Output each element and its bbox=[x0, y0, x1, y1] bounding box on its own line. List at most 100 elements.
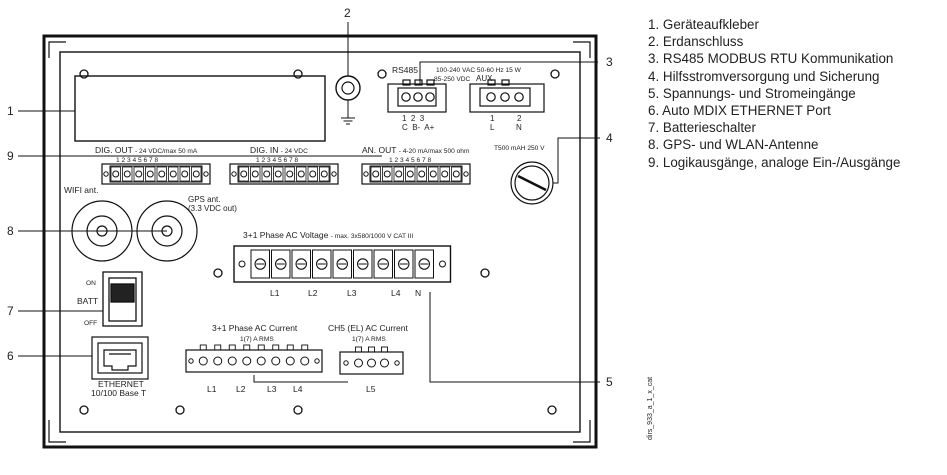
current-housing bbox=[185, 349, 323, 373]
terminal-screw bbox=[251, 170, 259, 178]
callout-9: 9 bbox=[7, 149, 14, 163]
gps-label-2: (3.3 VDC out) bbox=[188, 204, 237, 213]
ethernet-label-1: ETHERNET bbox=[98, 379, 144, 389]
callout-6: 6 bbox=[7, 349, 14, 363]
gps-label-1: GPS ant. bbox=[188, 195, 220, 204]
legend-item: 2. Erdanschluss bbox=[648, 33, 900, 50]
legend-item-text: Logikausgänge, analoge Ein-/Ausgänge bbox=[662, 154, 901, 170]
ch5-housing bbox=[339, 351, 404, 375]
side-code: dirs_933_a_1_x_cat bbox=[647, 377, 654, 440]
rs485-pin-labels: C B- A+ bbox=[402, 123, 435, 132]
terminal-cell bbox=[179, 166, 190, 182]
voltage-terminal bbox=[233, 245, 452, 283]
current-label: L2 bbox=[236, 384, 246, 394]
voltage-cell bbox=[250, 249, 270, 279]
voltage-cell bbox=[332, 249, 352, 279]
current-spec: 1(7) A RMS bbox=[240, 336, 274, 343]
ch5-tab bbox=[381, 346, 388, 353]
current-tab bbox=[214, 344, 222, 351]
ethernet-label-2: 10/100 Base T bbox=[91, 388, 146, 398]
terminal-screw bbox=[406, 170, 414, 178]
voltage-label: L1 bbox=[270, 288, 280, 298]
current-ear-screw bbox=[314, 358, 320, 364]
legend-item-number: 3. bbox=[648, 51, 660, 67]
aux-pin-l: L bbox=[490, 123, 495, 132]
fuse-label: T500 mAH 250 V bbox=[494, 145, 545, 152]
legend-item-number: 9. bbox=[648, 154, 660, 170]
terminal-screw bbox=[146, 170, 154, 178]
ethernet-port bbox=[91, 336, 149, 380]
device-label bbox=[74, 75, 326, 142]
wifi-label: WIFI ant. bbox=[64, 185, 98, 195]
legend-item-number: 1. bbox=[648, 17, 660, 32]
legend-item-text: Hilfsstromversorgung und Sicherung bbox=[662, 68, 880, 84]
terminal-cell bbox=[439, 166, 450, 182]
aux-connector bbox=[469, 79, 545, 113]
ch5-ear-screw bbox=[394, 360, 400, 366]
callout-4: 4 bbox=[606, 131, 613, 145]
ch5-title: CH5 (EL) AC Current bbox=[328, 323, 408, 333]
ch5-spec: 1(7) A RMS bbox=[352, 336, 386, 343]
terminal-screw bbox=[169, 170, 177, 178]
legend-item-number: 4. bbox=[648, 68, 660, 84]
terminal-cell bbox=[250, 166, 261, 182]
voltage-screw bbox=[356, 258, 369, 270]
terminal-cell bbox=[156, 166, 167, 182]
legend-item: 8. GPS- und WLAN-Antenne bbox=[648, 136, 900, 153]
terminal-housing bbox=[361, 163, 471, 185]
aux-spec-1: 100-240 VAC 50-60 Hz 15 W bbox=[436, 67, 522, 74]
terminal-cell bbox=[393, 166, 404, 182]
terminal-cell bbox=[405, 166, 416, 182]
terminal-ear-screw bbox=[231, 171, 237, 177]
terminal-housing bbox=[229, 163, 339, 185]
terminal-cell bbox=[238, 166, 249, 182]
terminal-ear-screw bbox=[331, 171, 337, 177]
voltage-label: L4 bbox=[391, 288, 401, 298]
terminal-screw bbox=[395, 170, 403, 178]
voltage-cell bbox=[312, 249, 332, 279]
legend-item-text: Auto MDIX ETHERNET Port bbox=[662, 103, 831, 119]
terminal-cell bbox=[133, 166, 144, 182]
battery-switch bbox=[102, 271, 143, 327]
terminal-ear-screw bbox=[363, 171, 369, 177]
current-screw bbox=[198, 356, 208, 366]
legend-item-number: 6. bbox=[648, 103, 660, 119]
aux-pin-n: N bbox=[516, 123, 522, 132]
legend-item-number: 2. bbox=[648, 34, 660, 50]
terminal-screw bbox=[135, 170, 143, 178]
terminal-ear-screw bbox=[203, 171, 209, 177]
legend-item: 7. Batterieschalter bbox=[648, 119, 900, 136]
legend-item: 4. Hilfsstromversorgung und Sicherung bbox=[648, 68, 900, 85]
voltage-cell bbox=[373, 249, 393, 279]
dig-in-terminal bbox=[229, 163, 339, 185]
enclosure-outer bbox=[42, 34, 598, 449]
voltage-label: L3 bbox=[347, 288, 357, 298]
dig-out-pins: 1 2 3 4 5 6 7 8 bbox=[116, 157, 158, 164]
screw-holes bbox=[79, 69, 560, 415]
current-screw bbox=[242, 356, 252, 366]
current-label: L1 bbox=[207, 384, 217, 394]
voltage-screw bbox=[377, 258, 389, 270]
voltage-cell bbox=[291, 249, 311, 279]
legend-item-text: RS485 MODBUS RTU Kommunikation bbox=[662, 51, 894, 67]
voltage-screw bbox=[274, 258, 287, 270]
terminal-cell bbox=[145, 166, 156, 182]
terminal-screw bbox=[372, 170, 380, 178]
rs485-title: RS485 bbox=[392, 65, 418, 75]
current-ear-screw bbox=[188, 358, 194, 364]
voltage-screw bbox=[397, 258, 410, 270]
callout-8: 8 bbox=[7, 224, 14, 238]
batt-on-label: ON bbox=[86, 280, 96, 287]
terminal-cell bbox=[416, 166, 427, 182]
terminal-cell bbox=[168, 166, 179, 182]
current-screw bbox=[256, 356, 266, 366]
voltage-label: N bbox=[415, 288, 421, 298]
terminal-body bbox=[369, 165, 463, 183]
rs485-connector bbox=[387, 79, 447, 113]
ground-terminal bbox=[335, 75, 361, 125]
terminal-screw bbox=[192, 170, 200, 178]
